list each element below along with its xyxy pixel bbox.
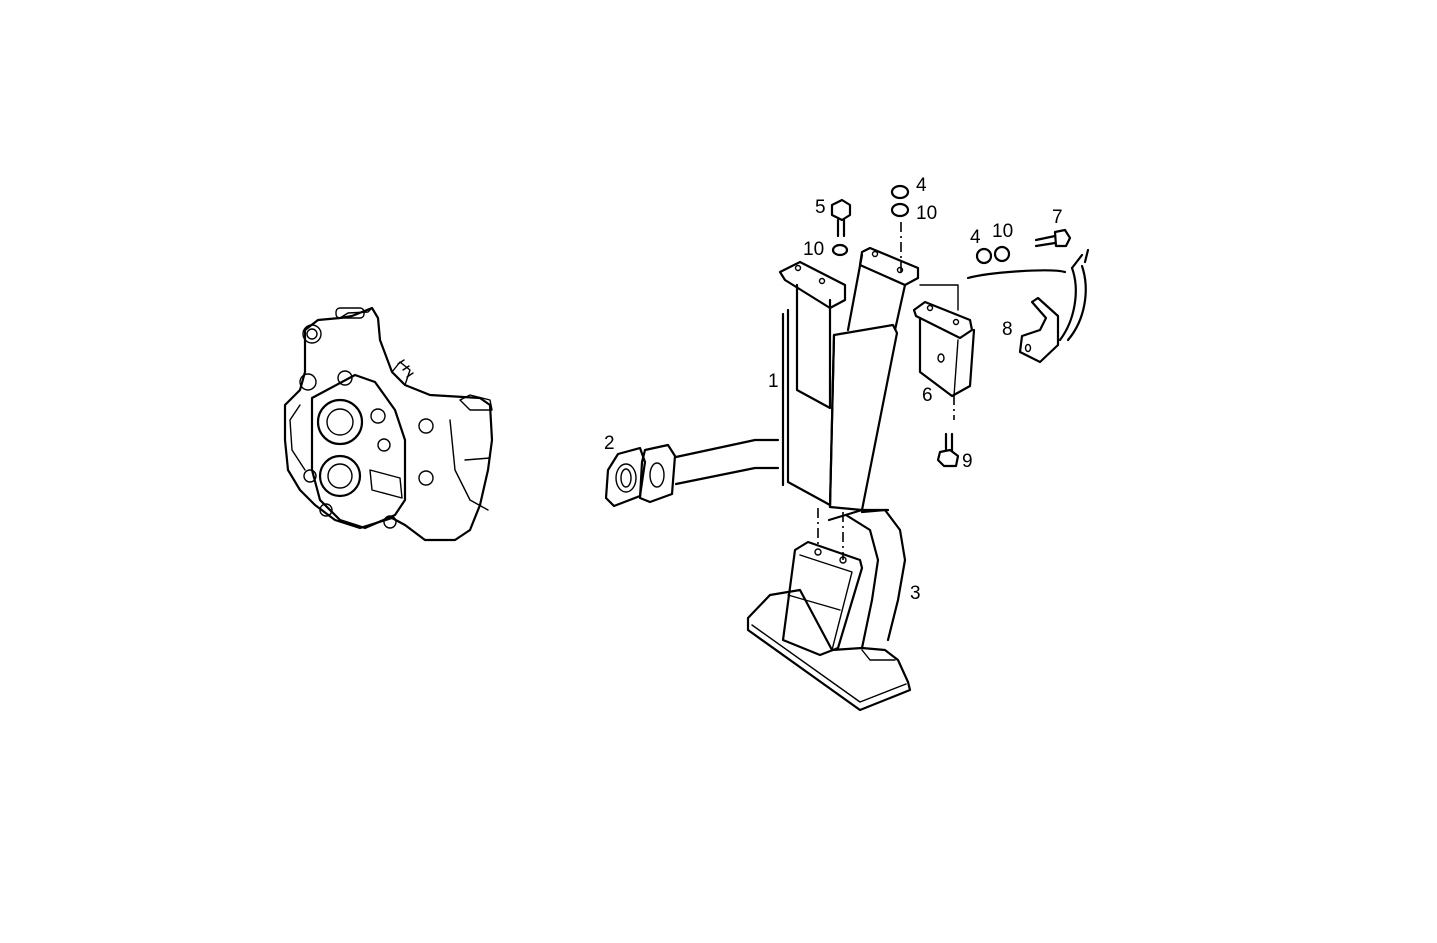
gasket-drawing [604, 443, 677, 508]
callout-9: 9 [962, 451, 973, 472]
callout-10-right: 10 [992, 221, 1014, 242]
strainer-3-drawing [746, 508, 912, 712]
bracket-6-drawing [912, 300, 976, 398]
callout-5: 5 [815, 197, 826, 218]
oil-pump-drawing [283, 306, 494, 542]
hardware-drawing [817, 184, 1072, 560]
clamp-8-drawing [966, 248, 1090, 364]
callout-10-top: 10 [916, 203, 938, 224]
bracket-1-drawing [778, 246, 920, 522]
callout-3: 3 [910, 583, 921, 604]
callout-7: 7 [1052, 207, 1063, 228]
callout-1: 1 [768, 371, 779, 392]
suction-pipe-drawing [674, 438, 780, 486]
callout-8: 8 [1002, 319, 1013, 340]
callout-2: 2 [604, 433, 615, 454]
callout-6: 6 [922, 385, 933, 406]
callout-4-top: 4 [916, 175, 927, 196]
callout-10-left: 10 [803, 239, 825, 260]
callout-4-right: 4 [970, 227, 981, 248]
